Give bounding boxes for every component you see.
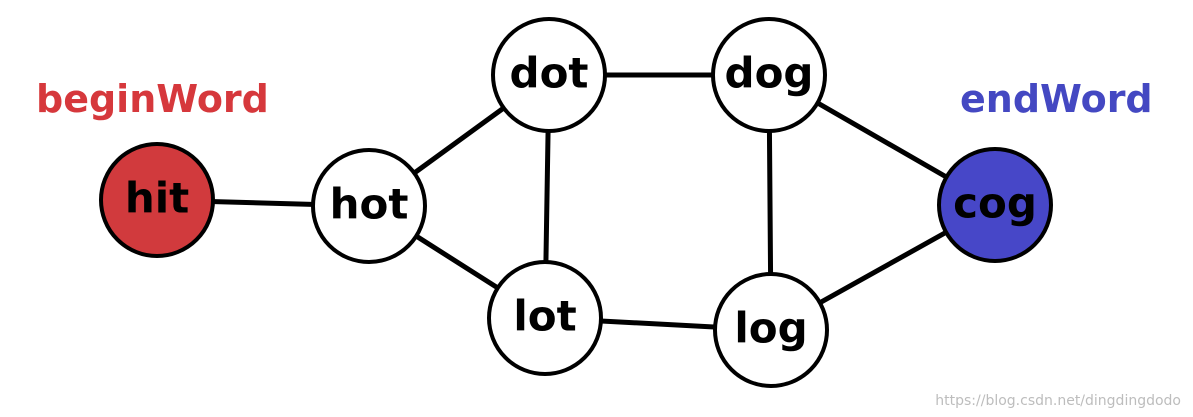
node-hot: hot <box>311 148 427 264</box>
node-dot-label: dot <box>510 49 589 98</box>
node-hot-circle <box>311 148 427 264</box>
node-cog-circle <box>937 147 1053 263</box>
end-word-label: endWord <box>960 77 1153 121</box>
node-dog: dog <box>711 17 827 133</box>
begin-word-label: beginWord <box>36 77 269 121</box>
node-lot: lot <box>487 260 603 376</box>
node-hit-circle <box>99 142 215 258</box>
node-hit-label: hit <box>125 174 189 223</box>
node-hot-label: hot <box>330 180 409 229</box>
node-dog-circle <box>711 17 827 133</box>
node-log: log <box>713 272 829 388</box>
node-cog: cog <box>937 147 1053 263</box>
watermark-text: https://blog.csdn.net/dingdingdodo <box>935 393 1181 409</box>
node-log-label: log <box>734 304 807 353</box>
node-lot-circle <box>487 260 603 376</box>
node-hit: hit <box>99 142 215 258</box>
node-dot: dot <box>491 17 607 133</box>
node-cog-label: cog <box>953 179 1037 228</box>
node-log-circle <box>713 272 829 388</box>
node-dot-circle <box>491 17 607 133</box>
node-lot-label: lot <box>513 292 576 341</box>
nodes-layer: hit hot dot lot dog log cog <box>99 17 1053 388</box>
node-dog-label: dog <box>725 49 814 98</box>
